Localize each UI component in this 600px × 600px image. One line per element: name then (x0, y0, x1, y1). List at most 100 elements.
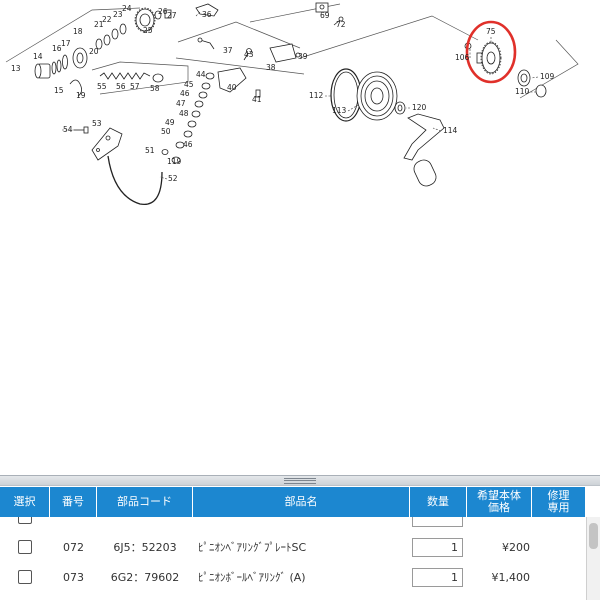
scrollbar-thumb[interactable] (589, 523, 598, 549)
part-number-label: 48 (179, 109, 189, 118)
part-number-label: 19 (76, 91, 86, 100)
part-number-label: 43 (244, 50, 254, 59)
part-110-ring (535, 84, 547, 98)
exploded-parts-diagram: 1314151617181920212223242526273637383940… (5, 2, 579, 206)
part-number-label: 53 (92, 119, 102, 128)
part-number-label: 40 (227, 83, 237, 92)
part-number-label: 17 (61, 39, 71, 48)
part-number-label: 52 (168, 174, 178, 183)
parts-table-header: 選択 番号 部品コード 部品名 数量 希望本体 価格 修理 専用 (0, 487, 585, 517)
part-number-label: 119 (167, 157, 182, 166)
part-number-label: 45 (184, 80, 194, 89)
washer-parts-14-17 (51, 54, 68, 75)
header-price-line-2: 価格 (488, 501, 510, 514)
part-number-label: 113 (332, 106, 347, 115)
part-number-label: 25 (143, 26, 153, 35)
parts-table-body: 072 6J5：52203 ﾋﾟﾆｵﾝﾍﾞｱﾘﾝｸﾞﾌﾟﾚｰﾄSC ¥200 0… (0, 517, 585, 600)
part-number-label: 72 (336, 20, 346, 29)
part-number-label: 46 (180, 89, 190, 98)
part-number-label: 46 (183, 140, 193, 149)
part-number-label: 55 (97, 82, 107, 91)
header-part-code: 部品コード (97, 487, 193, 517)
splitter-grip-icon[interactable] (284, 478, 316, 484)
part-number-label: 24 (122, 4, 132, 13)
part-number-label: 51 (145, 146, 155, 155)
part-number-label: 57 (130, 82, 140, 91)
part-number-label: 69 (320, 11, 330, 20)
part-number-label: 18 (73, 27, 83, 36)
header-price-line-1: 希望本体 (477, 489, 521, 502)
part-119-washer (171, 156, 181, 164)
part-number-label: 47 (176, 99, 186, 108)
row-select-checkbox[interactable] (18, 540, 32, 554)
part-number-label: 23 (113, 10, 123, 19)
part-number-label: 26 (158, 7, 168, 16)
part-number-label: 20 (89, 47, 99, 56)
table-row: 073 6G2：79602 ﾋﾟﾆｵﾝﾎﾞｰﾙﾍﾞｱﾘﾝｸﾞ (A) ¥1,40… (0, 562, 585, 592)
part-number-label: 22 (102, 15, 112, 24)
part-25-gear (134, 7, 156, 33)
row-select-checkbox[interactable] (18, 570, 32, 584)
row-number: 072 (63, 540, 84, 554)
part-number-label: 54 (63, 125, 73, 134)
highlight-circle (465, 20, 517, 84)
row-part-name: ﾋﾟﾆｵﾝﾎﾞｰﾙﾍﾞｱﾘﾝｸﾞ (A) (198, 571, 306, 584)
part-51-washer (161, 149, 169, 155)
quantity-input[interactable] (412, 517, 463, 527)
part-number-label: 16 (52, 44, 62, 53)
quantity-input[interactable] (412, 567, 463, 587)
header-price: 希望本体 価格 (467, 487, 532, 517)
part-52-bail-wire (107, 155, 163, 206)
part-number-label: 36 (202, 10, 212, 19)
part-number-label: 13 (11, 64, 21, 73)
part-53-bail-arm (91, 127, 123, 161)
part-13-collar (34, 63, 51, 79)
part-69-bracket (315, 2, 329, 13)
part-number-label: 56 (116, 82, 126, 91)
part-40-bail-arm (217, 67, 247, 93)
part-number-label: 49 (165, 118, 175, 127)
panel-splitter[interactable] (0, 475, 600, 486)
part-58-knob (152, 73, 164, 83)
spring-parts-55-57 (99, 72, 151, 80)
part-54-screw (74, 126, 89, 134)
header-repair-line-2: 専用 (547, 501, 570, 514)
header-number-label: 番号 (62, 495, 84, 508)
part-37-spring (197, 37, 215, 50)
table-row-partial (0, 517, 585, 532)
row-price: ¥1,400 (491, 570, 531, 584)
part-19-clip (69, 79, 82, 97)
part-number-label: 109 (540, 72, 555, 81)
header-part-code-label: 部品コード (117, 495, 172, 508)
row-number: 073 (63, 570, 84, 584)
part-number-label: 41 (252, 95, 262, 104)
header-select: 選択 (0, 487, 50, 517)
part-75-pinion-gear (476, 41, 502, 75)
part-43-screw (243, 48, 252, 61)
table-scrollbar[interactable] (586, 517, 600, 600)
header-quantity: 数量 (410, 487, 467, 517)
bearing-stack-44-50 (183, 72, 215, 138)
header-repair-line-1: 修理 (547, 489, 570, 502)
row-select-checkbox[interactable] (18, 517, 32, 524)
part-shapes (34, 2, 547, 206)
table-row: 072 6J5：52203 ﾋﾟﾆｵﾝﾍﾞｱﾘﾝｸﾞﾌﾟﾚｰﾄSC ¥200 (0, 532, 585, 562)
quantity-input[interactable] (412, 537, 463, 557)
header-quantity-label: 数量 (427, 495, 449, 508)
part-number-label: 37 (223, 46, 233, 55)
part-number-label: 120 (412, 103, 427, 112)
part-number-label: 106 (455, 53, 470, 62)
part-38-bracket (269, 43, 297, 63)
part-72-screw (333, 16, 344, 26)
header-part-name-label: 部品名 (284, 495, 318, 508)
part-113-rotor (356, 71, 398, 121)
part-number-label: 15 (54, 86, 64, 95)
part-number-label: 27 (167, 11, 177, 20)
leader-lines (62, 11, 539, 180)
header-repair-only: 修理 専用 (532, 487, 585, 517)
part-18-body (72, 47, 88, 69)
row-part-name: ﾋﾟﾆｵﾝﾍﾞｱﾘﾝｸﾞﾌﾟﾚｰﾄSC (198, 541, 307, 554)
part-number-label: 112 (309, 91, 324, 100)
part-114-handle (403, 113, 445, 187)
